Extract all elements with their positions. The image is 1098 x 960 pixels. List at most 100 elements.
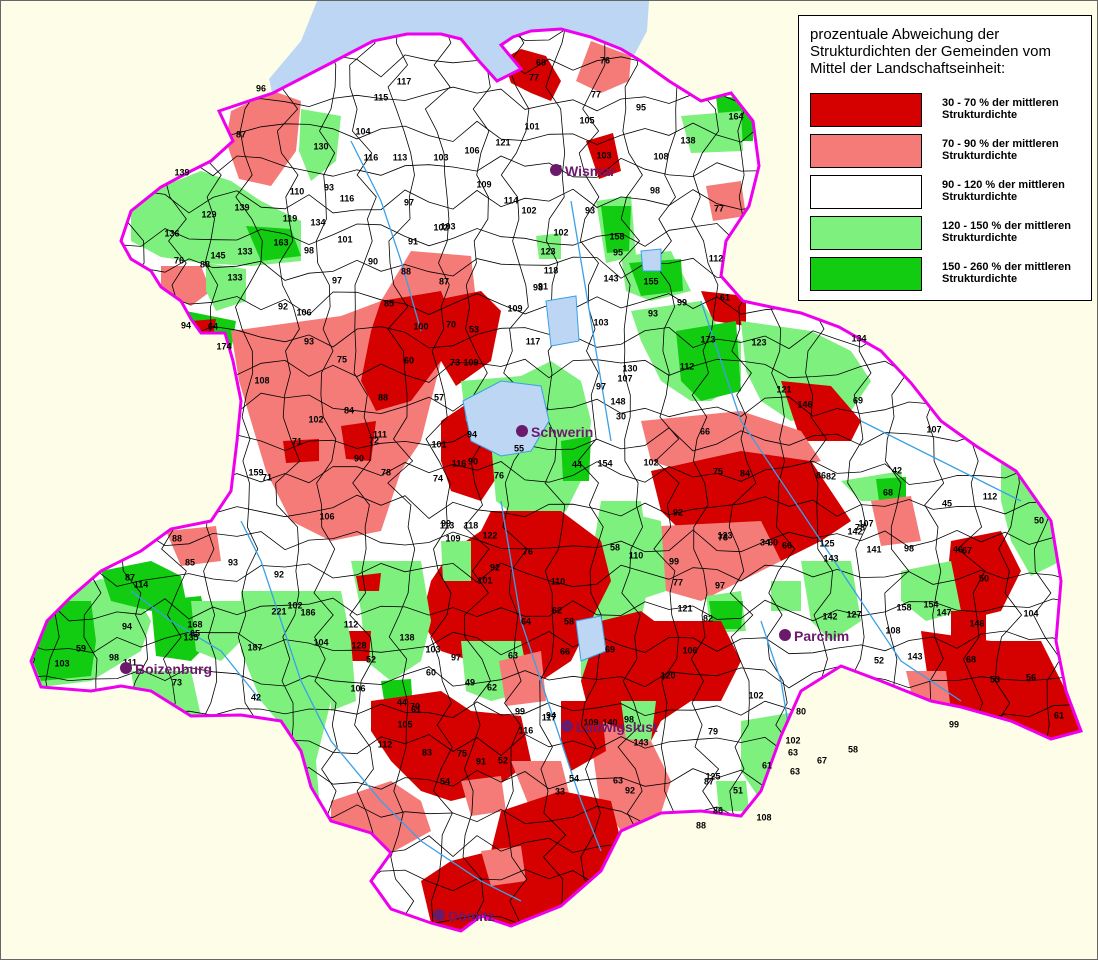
municipality-value-label: 143 [907, 651, 922, 661]
legend: prozentuale Abweichung der Strukturdicht… [798, 15, 1092, 301]
municipality-value-label: 102 [287, 600, 302, 610]
class-zone [241, 591, 351, 821]
river [130, 590, 262, 702]
legend-swatch [810, 93, 922, 127]
legend-swatch [810, 134, 922, 168]
municipality-value-label: 80 [796, 706, 806, 716]
municipality-value-label: 44 [397, 697, 407, 707]
municipality-value-label: 101 [431, 439, 446, 449]
city-marker-icon [120, 662, 132, 674]
municipality-value-label: 54 [569, 773, 579, 783]
municipality-value-label: 95 [636, 102, 646, 112]
municipality-value-label: 110 [290, 186, 305, 196]
municipality-value-label: 146 [969, 618, 984, 628]
municipality-value-label: 97 [596, 381, 606, 391]
municipality-value-label: 133 [237, 246, 252, 256]
municipality-value-label: 103 [54, 658, 69, 668]
municipality-value-label: 99 [677, 297, 687, 307]
legend-label: 90 - 120 % der mittleren Strukturdichte [942, 179, 1065, 203]
municipality-value-label: 72 [369, 435, 379, 445]
municipality-value-label: 145 [210, 250, 225, 260]
class-zone [771, 581, 801, 611]
municipality-boundary [424, 29, 453, 924]
legend-item: 150 - 260 % der mittleren Strukturdichte [810, 257, 1085, 291]
municipality-value-label: 84 [344, 405, 354, 415]
municipality-value-label: 62 [487, 682, 497, 692]
city-marker-icon [550, 164, 562, 176]
municipality-value-label: 69 [605, 644, 615, 654]
municipality-value-label: 103 [440, 221, 455, 231]
municipality-value-label: 118 [464, 520, 479, 530]
legend-swatch [810, 216, 922, 250]
river [240, 520, 522, 902]
city-label: Boizenburg [135, 661, 212, 677]
municipality-value-label: 142 [847, 526, 862, 536]
rivers-and-lakes [130, 140, 1022, 902]
municipality-value-label: 66 [782, 540, 792, 550]
municipality-value-label: 61 [411, 704, 421, 714]
municipality-value-label: 51 [733, 785, 743, 795]
municipality-value-label: 112 [680, 361, 695, 371]
municipality-value-label: 114 [504, 195, 519, 205]
municipality-value-label: 91 [408, 236, 418, 246]
municipality-value-label: 86 [816, 470, 826, 480]
municipality-value-label: 99 [441, 518, 451, 528]
municipality-value-label: 61 [1054, 710, 1064, 720]
municipality-value-label: 88 [401, 266, 411, 276]
municipality-value-label: 52 [874, 655, 884, 665]
municipality-value-label: 135 [183, 632, 198, 642]
municipality-value-label: 101 [477, 575, 492, 585]
municipality-value-label: 174 [216, 341, 231, 351]
class-zone [706, 181, 746, 221]
municipality-boundary [120, 29, 149, 924]
municipality-value-label: 118 [544, 265, 559, 275]
municipality-value-label: 94 [181, 320, 191, 330]
municipality-value-label: 67 [962, 545, 972, 555]
municipality-value-label: 221 [271, 606, 286, 616]
municipality-value-label: 76 [174, 255, 184, 265]
municipality-boundary [349, 29, 377, 924]
municipality-value-label: 110 [629, 550, 644, 560]
municipality-value-label: 75 [337, 354, 347, 364]
municipality-value-label: 55 [514, 443, 524, 453]
river [700, 300, 962, 702]
municipality-value-label: 106 [350, 683, 365, 693]
city-label: Dömitz [448, 908, 495, 924]
municipality-value-label: 87 [439, 276, 449, 286]
municipality-value-label: 63 [790, 766, 800, 776]
municipality-boundary [653, 29, 680, 924]
municipality-value-label: 98 [533, 282, 543, 292]
municipality-value-label: 56 [1026, 672, 1036, 682]
municipality-value-label: 134 [310, 217, 325, 227]
municipality-value-label: 123 [751, 337, 766, 347]
municipality-value-label: 164 [728, 111, 743, 121]
municipality-value-label: 102 [785, 735, 800, 745]
municipality-value-label: 88 [378, 392, 388, 402]
municipality-value-label: 117 [542, 712, 557, 722]
city-markers: WismarSchwerinBoizenburgParchimLudwigslu… [120, 163, 849, 924]
river [350, 140, 422, 332]
municipality-boundary [45, 29, 70, 924]
class-zone [283, 439, 319, 463]
municipality-value-label: 65 [190, 628, 200, 638]
municipality-value-label: 76 [494, 470, 504, 480]
municipality-value-label: 105 [579, 115, 594, 125]
municipality-value-label: 50 [1034, 515, 1044, 525]
municipality-boundary [462, 29, 491, 924]
municipality-value-label: 121 [677, 603, 692, 613]
class-zone [586, 133, 621, 179]
city-marker-icon [516, 425, 528, 437]
municipality-value-label: 130 [622, 363, 637, 373]
municipality-value-label: 67 [817, 755, 827, 765]
class-zone [299, 109, 341, 181]
class-zone [651, 621, 741, 701]
municipality-boundary [690, 29, 720, 924]
municipality-value-label: 83 [422, 747, 432, 757]
municipality-value-label: 116 [340, 193, 355, 203]
municipality-value-label: 95 [613, 247, 623, 257]
municipality-value-label: 143 [603, 273, 618, 283]
municipality-value-label: 85 [185, 557, 195, 567]
legend-title: prozentuale Abweichung der Strukturdicht… [810, 26, 1051, 77]
municipality-value-label: 64 [521, 616, 531, 626]
